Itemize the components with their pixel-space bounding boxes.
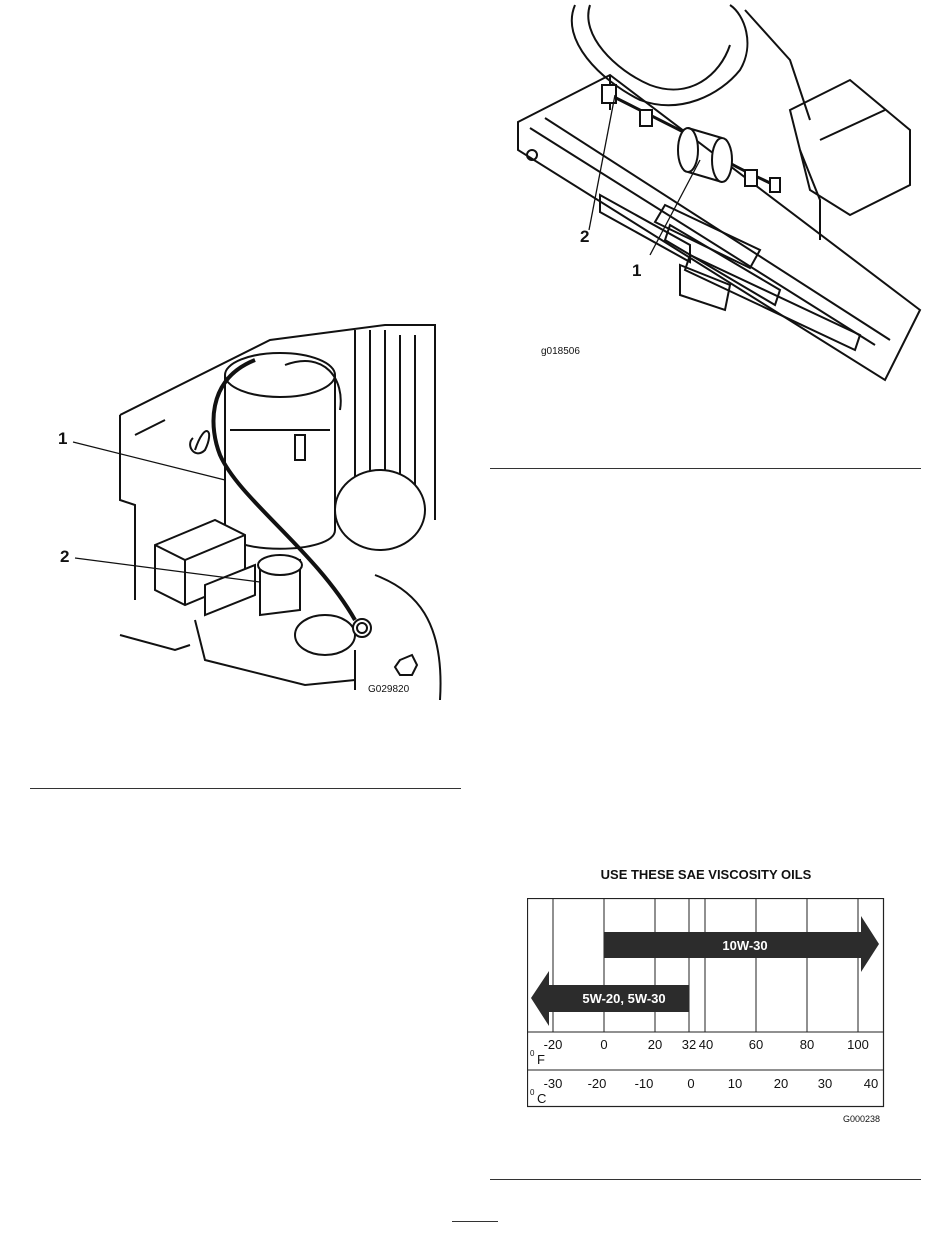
bar-5w20-label: 5W-20, 5W-30 [582,991,665,1006]
c-tick: -10 [635,1076,654,1091]
f-tick: -20 [544,1037,563,1052]
fuel-pump-figure: 1 2 G029820 [55,320,445,700]
f-tick: 32 [682,1037,696,1052]
c-unit: C [537,1091,546,1106]
figure-code: G029820 [368,684,409,695]
callout-1: 1 [58,429,67,449]
c-tick: 10 [728,1076,742,1091]
f-degree: 0 [530,1049,535,1058]
f-tick: 60 [749,1037,763,1052]
c-degree: 0 [530,1088,535,1097]
c-tick: 20 [774,1076,788,1091]
c-tick: 40 [864,1076,878,1091]
oil-chart-title: USE THESE SAE VISCOSITY OILS [528,867,884,882]
oil-viscosity-chart: 10W-30 5W-20, 5W-30 -20 0 20 32 40 60 80… [527,898,885,1110]
c-tick: 30 [818,1076,832,1091]
callout-2: 2 [60,547,69,567]
f-tick: 100 [847,1037,869,1052]
f-tick: 40 [699,1037,713,1052]
callout-1: 1 [632,261,641,281]
c-tick: -30 [544,1076,563,1091]
f-tick: 80 [800,1037,814,1052]
bar-10w30-label: 10W-30 [722,938,767,953]
section-divider [490,1179,921,1180]
c-tick: 0 [687,1076,694,1091]
oil-chart-svg: 10W-30 5W-20, 5W-30 -20 0 20 32 40 60 80… [527,898,885,1110]
section-divider [490,468,921,469]
fuel-pump-illustration [55,320,445,700]
callout-2: 2 [580,227,589,247]
f-tick: 0 [600,1037,607,1052]
f-unit: F [537,1052,545,1067]
section-divider [30,788,461,789]
figure-code: g018506 [541,346,580,357]
fuel-filter-figure: 2 1 g018506 [490,0,930,400]
figure-code: G000238 [843,1114,880,1124]
f-tick: 20 [648,1037,662,1052]
page-footer-rule [452,1221,498,1222]
c-tick: -20 [588,1076,607,1091]
fuel-filter-illustration [490,0,930,400]
